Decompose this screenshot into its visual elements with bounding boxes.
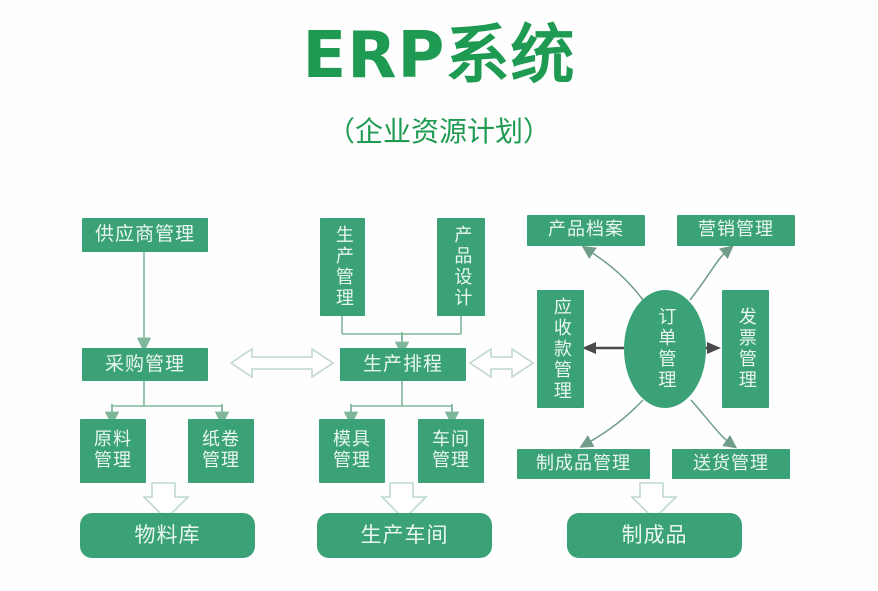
line-production-merge bbox=[341, 316, 462, 356]
page-title: ERP系统 bbox=[302, 19, 576, 93]
arrow-order-to-receivables bbox=[582, 342, 624, 354]
line-scheduling-split bbox=[343, 381, 460, 426]
node-material-management[interactable]: 原料 管理 bbox=[80, 419, 146, 483]
node-mold-management[interactable]: 模具 管理 bbox=[319, 419, 385, 483]
node-marketing-management[interactable]: 营销管理 bbox=[677, 215, 795, 246]
node-material-warehouse[interactable]: 物料库 bbox=[80, 513, 255, 558]
curve-order-to-product-archive bbox=[581, 245, 644, 301]
arrow-order-to-invoice bbox=[706, 342, 721, 354]
node-finished-goods[interactable]: 制成品 bbox=[567, 513, 742, 558]
node-invoice-management[interactable]: 发票管理 bbox=[722, 290, 769, 408]
node-order-management[interactable]: 订单管理 bbox=[624, 290, 706, 408]
node-paper-roll-management[interactable]: 纸卷 管理 bbox=[188, 419, 254, 483]
line-purchase-split bbox=[104, 381, 230, 426]
page-subtitle: （企业资源计划） bbox=[326, 115, 551, 148]
node-product-archive[interactable]: 产品档案 bbox=[527, 215, 645, 246]
node-purchase-management[interactable]: 采购管理 bbox=[82, 348, 208, 381]
node-receivables-management[interactable]: 应收款管理 bbox=[537, 290, 584, 408]
node-product-design[interactable]: 产品设计 bbox=[437, 218, 485, 316]
node-supplier-management[interactable]: 供应商管理 bbox=[82, 218, 208, 252]
double-arrow-purchase-scheduling bbox=[229, 347, 335, 379]
node-production-management[interactable]: 生产管理 bbox=[320, 218, 365, 316]
double-arrow-scheduling-receivables bbox=[468, 347, 535, 379]
curve-order-to-finished-goods-management bbox=[579, 399, 644, 448]
node-workshop-management[interactable]: 车间 管理 bbox=[418, 419, 484, 483]
node-delivery-management[interactable]: 送货管理 bbox=[672, 449, 790, 479]
node-finished-goods-management[interactable]: 制成品管理 bbox=[517, 449, 650, 479]
node-production-scheduling[interactable]: 生产排程 bbox=[340, 348, 466, 381]
node-production-workshop[interactable]: 生产车间 bbox=[317, 513, 492, 558]
